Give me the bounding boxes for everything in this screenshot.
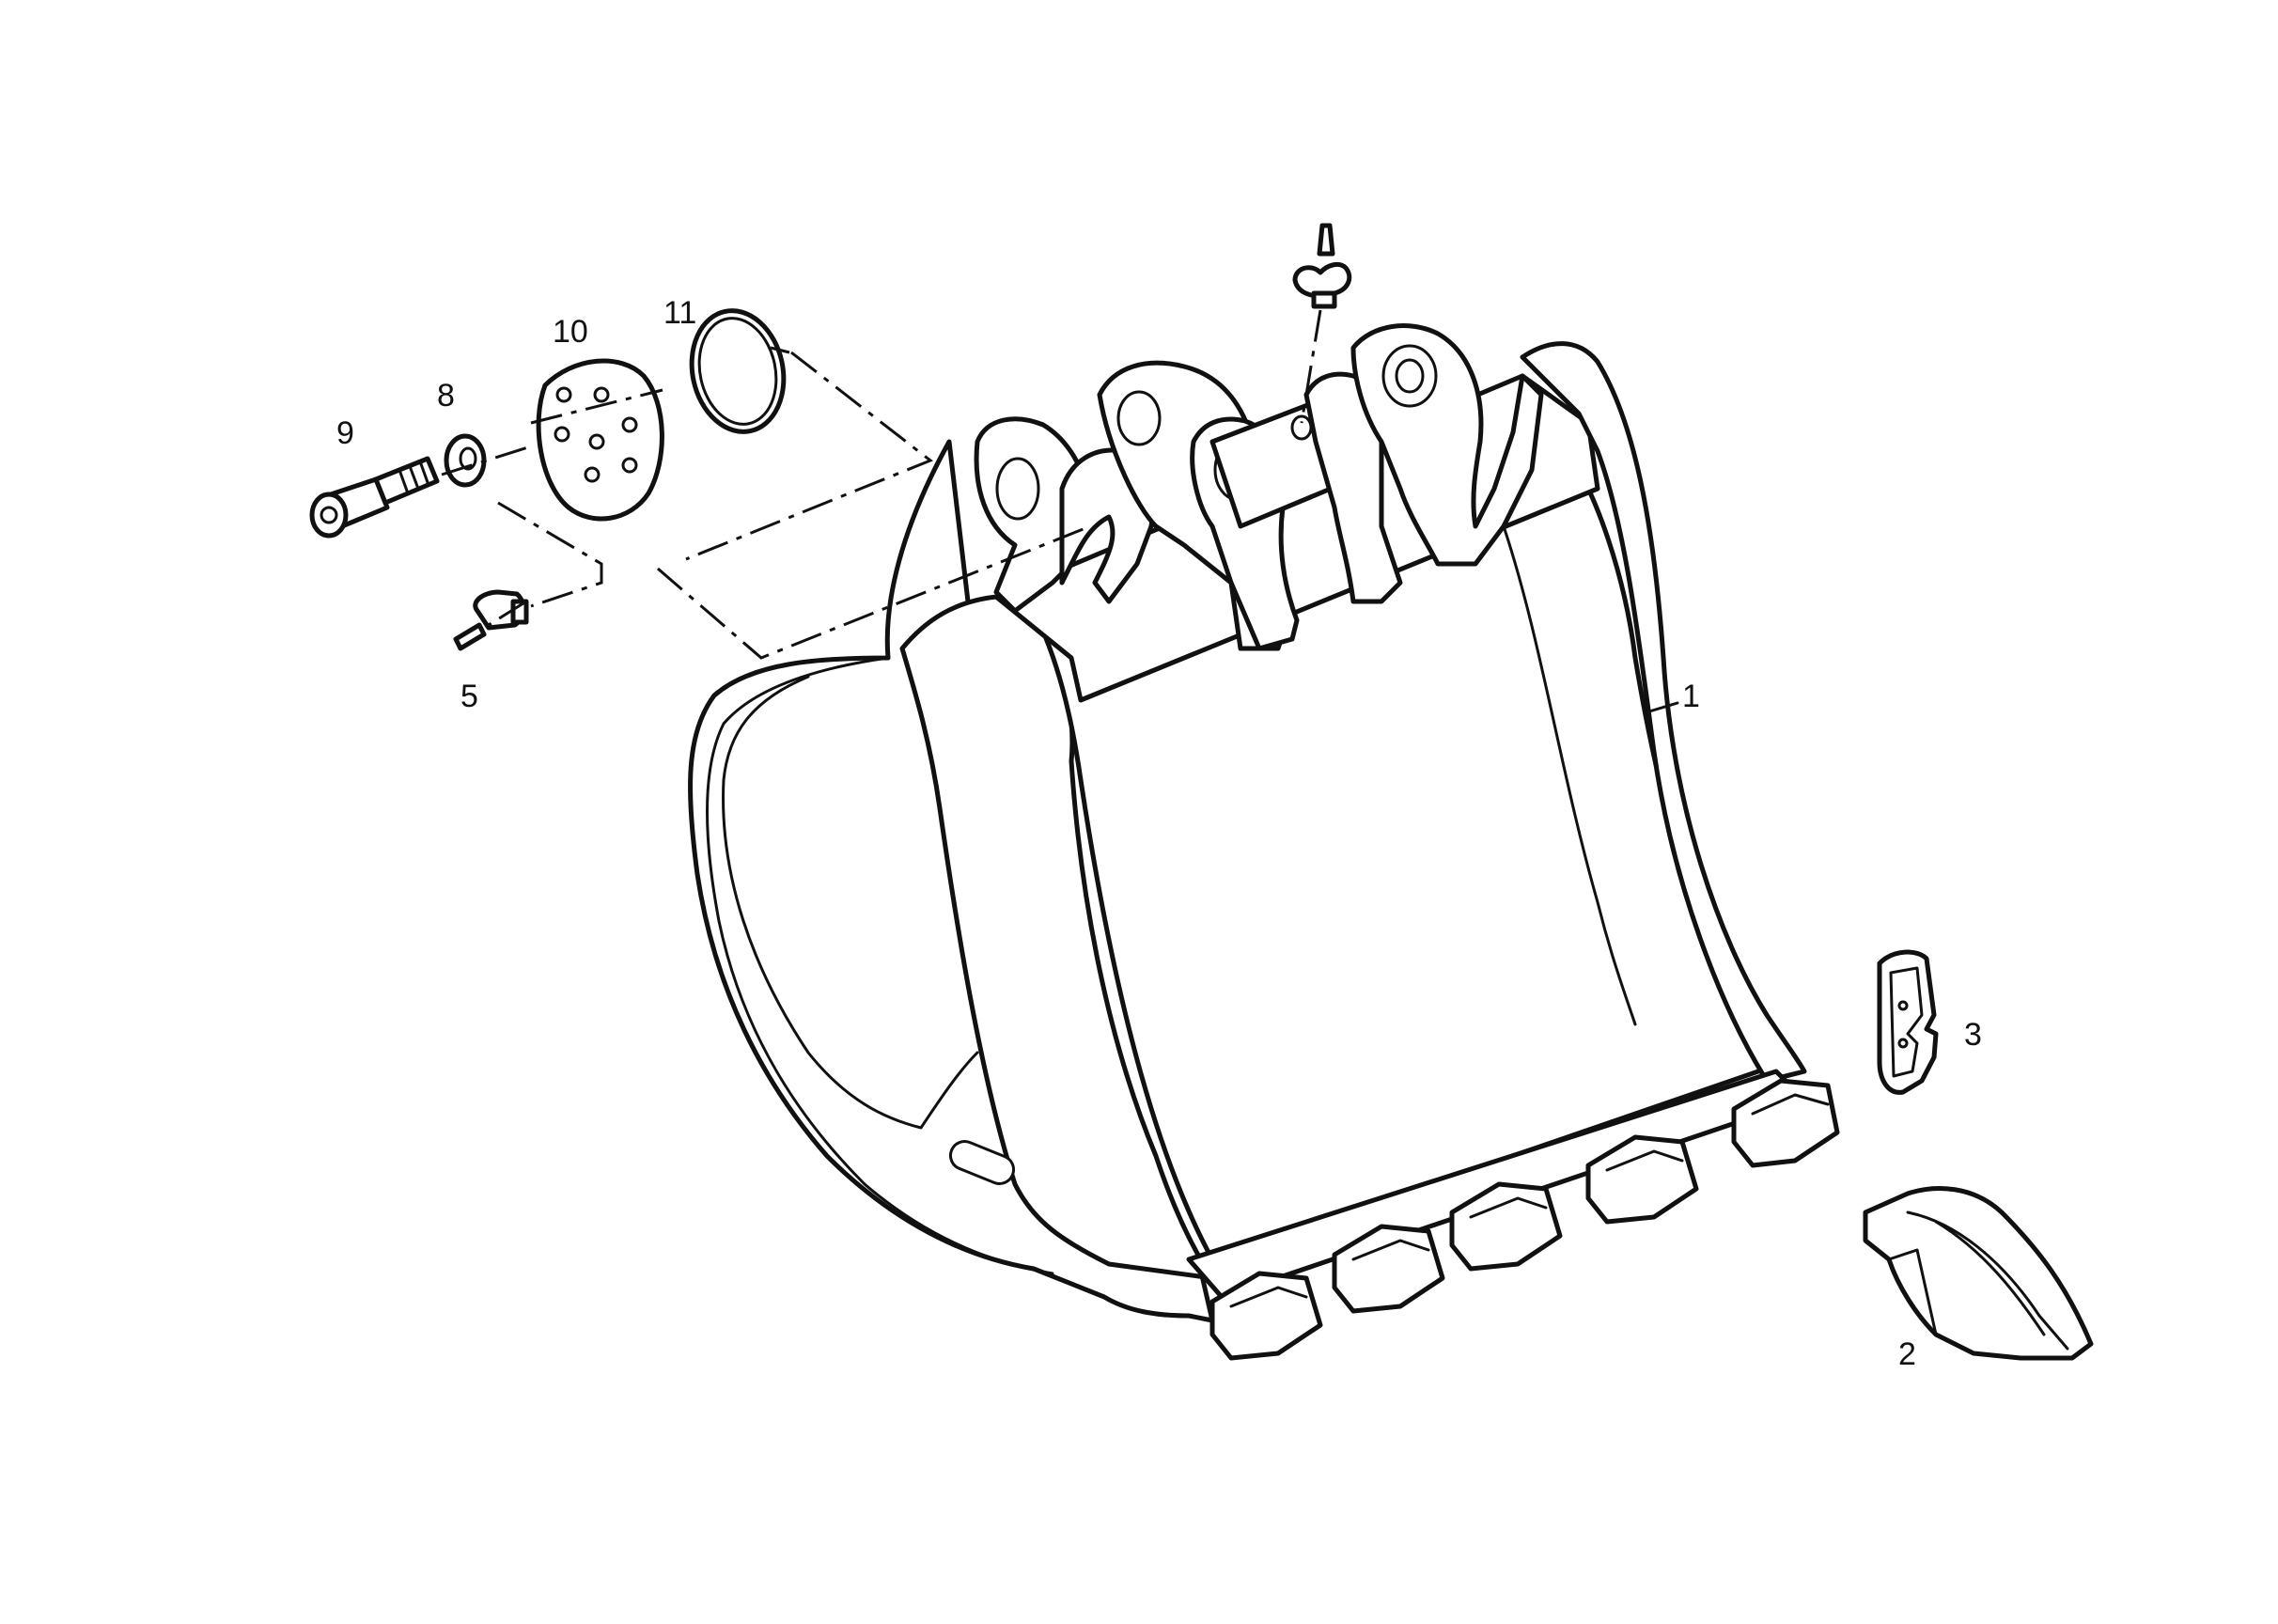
bucket-tooth-3	[1449, 1181, 1563, 1272]
bucket-side-rim	[706, 656, 1054, 1275]
disc-plate-part-10	[536, 358, 664, 522]
bucket-tooth-4	[1585, 1134, 1699, 1225]
callout-9: 9	[336, 415, 354, 451]
grease-nipple-top	[1292, 223, 1352, 309]
callout-1: 1	[1682, 679, 1700, 714]
assembly-lines	[441, 346, 1091, 660]
bucket-side-slot	[948, 1140, 1016, 1185]
leader-grease-nipple-top	[1300, 309, 1322, 424]
tooth-part-2	[1863, 1186, 2094, 1361]
leader-part-1	[1647, 701, 1679, 713]
callout-8: 8	[437, 378, 455, 414]
bucket-assembly	[688, 323, 1840, 1361]
bucket-tooth-2	[1332, 1224, 1445, 1314]
bucket-side-plate-right	[1520, 341, 1807, 1084]
callout-10: 10	[553, 314, 588, 350]
bucket-side-rim-inner	[722, 675, 979, 1130]
bolt-part-9	[309, 456, 440, 539]
bucket-tooth-1	[1209, 1271, 1323, 1361]
callout-3: 3	[1964, 1017, 1982, 1053]
washer-part-8	[444, 433, 487, 488]
o-ring-part-11	[689, 308, 787, 434]
grease-nipple-part-5	[453, 589, 529, 651]
bucket-inner-fold	[1502, 524, 1637, 1026]
callout-5: 5	[460, 679, 478, 714]
mounting-lug-right	[1350, 323, 1544, 567]
callout-11: 11	[663, 295, 696, 331]
bucket-tooth-5	[1731, 1078, 1840, 1168]
lock-part-3	[1877, 949, 1939, 1095]
callout-2: 2	[1898, 1336, 1916, 1372]
